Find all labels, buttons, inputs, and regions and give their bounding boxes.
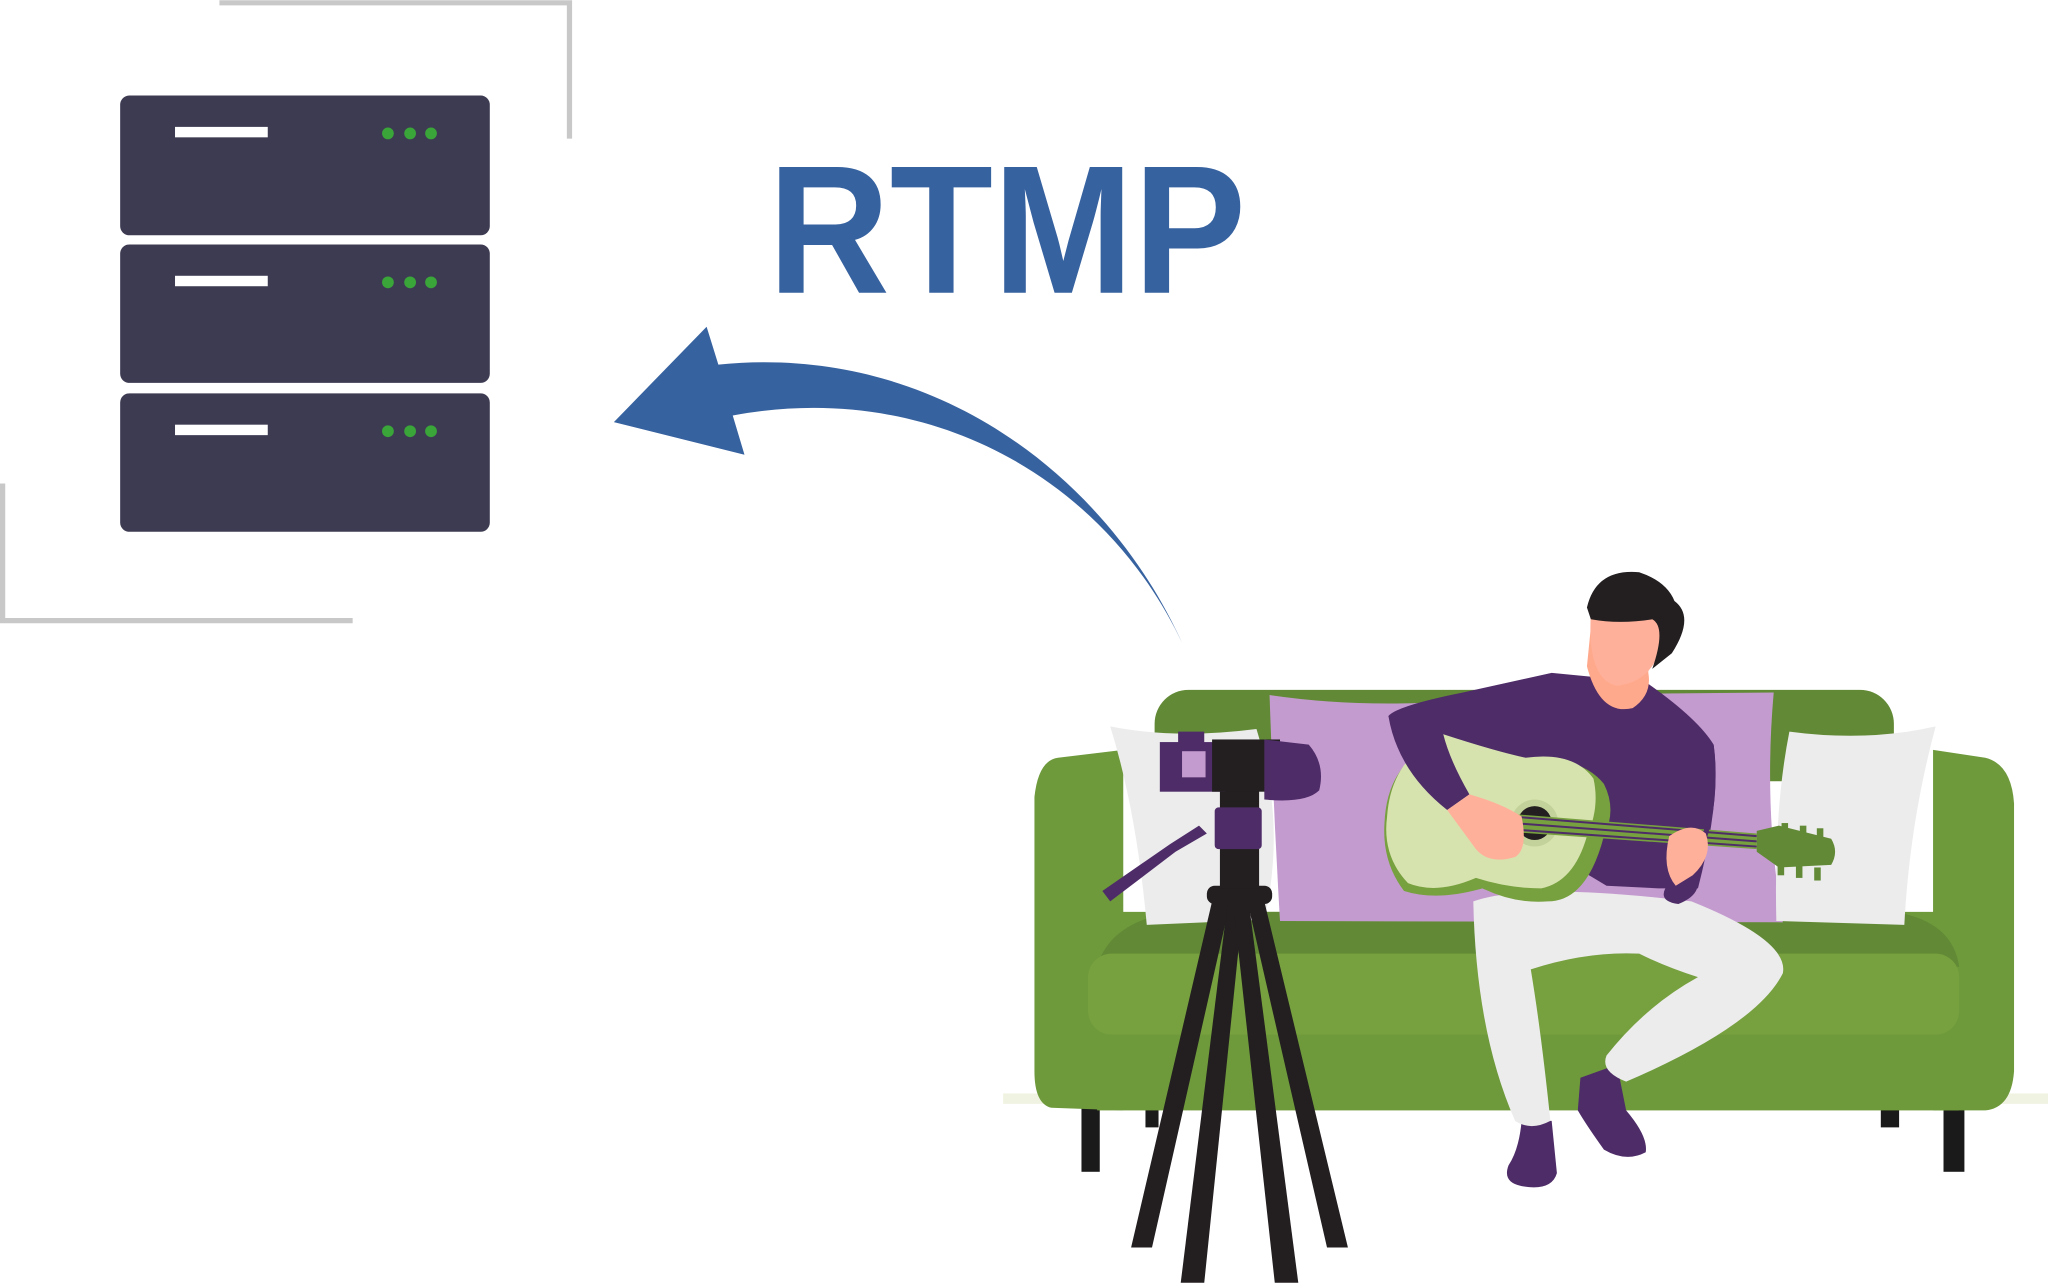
curved-arrow-icon [613,326,1183,643]
person-playing-guitar [1384,571,1836,1188]
server-unit [120,244,490,383]
camera-on-tripod [1102,731,1348,1283]
server-unit [120,393,490,532]
server-unit [120,95,490,236]
rtmp-title: RTMP [768,127,1246,332]
server-rack-icon [120,95,490,532]
frame-lines [0,0,573,624]
